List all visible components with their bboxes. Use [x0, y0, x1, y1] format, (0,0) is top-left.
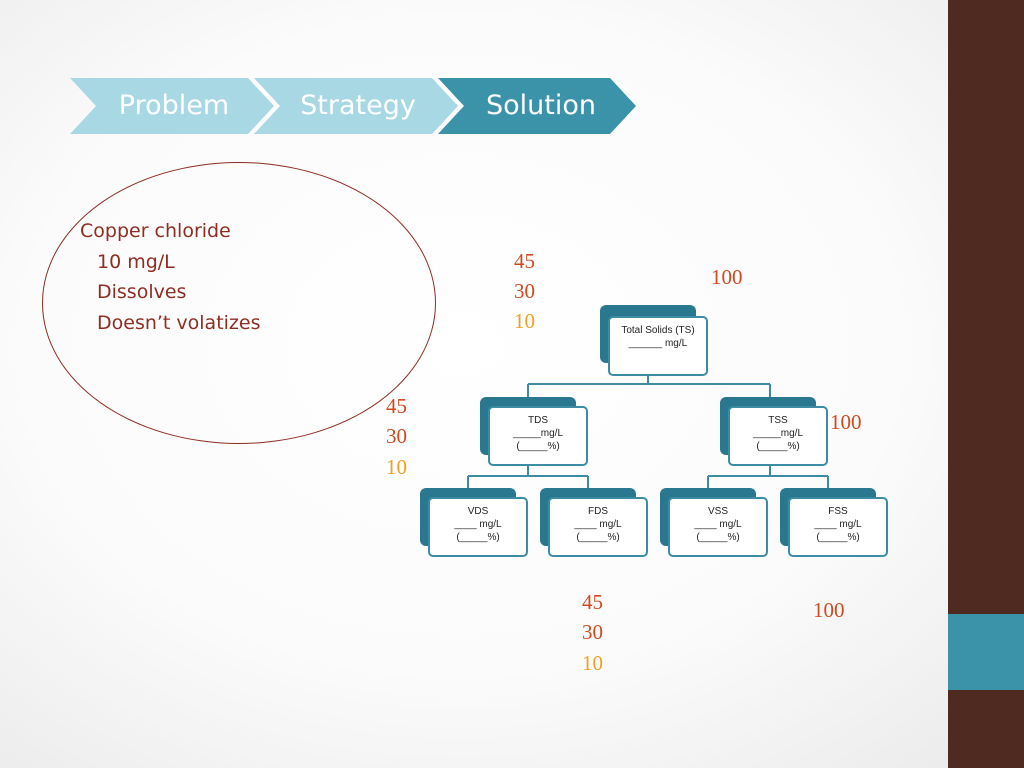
notes-ellipse [42, 162, 436, 444]
node-vds: VDS ____ mg/L (_____%) [428, 497, 528, 557]
node-vss-value: ____ mg/L [694, 519, 742, 530]
node-vds-name: VDS [467, 506, 489, 517]
node-vds-percent: (_____%) [456, 532, 500, 543]
node-tds-value: _____mg/L [512, 428, 564, 439]
ts-value-100: 100 [711, 265, 743, 289]
node-tss: TSS _____mg/L (_____%) [728, 406, 828, 466]
notes-item: 10 mg/L [97, 251, 175, 273]
node-tds-name: TDS [528, 415, 548, 426]
sidebar-accent [948, 614, 1024, 690]
node-fss-name: FSS [828, 506, 848, 517]
node-total-solids: Total Solids (TS) ______ mg/L [608, 316, 708, 376]
node-fds-value: ____ mg/L [574, 519, 622, 530]
bottom-value-100: 100 [813, 598, 845, 622]
node-ts-name: Total Solids (TS) [621, 325, 695, 336]
node-fss: FSS ____ mg/L (_____%) [788, 497, 888, 557]
tds-value-30: 30 [386, 424, 407, 448]
node-fss-percent: (_____%) [816, 532, 860, 543]
node-fds-percent: (_____%) [576, 532, 620, 543]
node-vds-value: ____ mg/L [454, 519, 502, 530]
node-tss-name: TSS [768, 415, 788, 426]
node-vss-percent: (_____%) [696, 532, 740, 543]
ts-value-45: 45 [514, 249, 535, 273]
node-vss-name: VSS [707, 506, 728, 517]
notes-item: Doesn’t volatizes [97, 312, 261, 334]
chevron-strategy[interactable] [254, 78, 458, 134]
ts-value-10: 10 [514, 309, 535, 333]
node-tss-percent: (_____%) [756, 441, 800, 452]
ts-value-30: 30 [514, 279, 535, 303]
step-solution-label: Solution [486, 90, 596, 121]
chevron-problem[interactable] [70, 78, 274, 134]
bottom-value-30: 30 [582, 620, 603, 644]
chevron-solution[interactable] [438, 78, 636, 134]
node-fds: FDS ____ mg/L (_____%) [548, 497, 648, 557]
node-fss-value: ____ mg/L [814, 519, 862, 530]
process-chevrons [70, 78, 636, 134]
node-fds-name: FDS [588, 506, 608, 517]
notes-item: Dissolves [97, 281, 187, 303]
notes-title: Copper chloride [80, 220, 231, 242]
tss-value-100: 100 [830, 410, 862, 434]
node-tds-percent: (_____%) [516, 441, 560, 452]
node-ts-value: ______ mg/L [628, 338, 688, 349]
node-tss-value: _____mg/L [752, 428, 804, 439]
step-problem-label: Problem [118, 90, 230, 121]
node-vss: VSS ____ mg/L (_____%) [668, 497, 768, 557]
bottom-value-10: 10 [582, 651, 603, 675]
bottom-value-45: 45 [582, 590, 603, 614]
tds-value-10: 10 [386, 455, 407, 479]
tds-value-45: 45 [386, 394, 407, 418]
step-strategy-label: Strategy [300, 90, 416, 121]
node-tds: TDS _____mg/L (_____%) [488, 406, 588, 466]
